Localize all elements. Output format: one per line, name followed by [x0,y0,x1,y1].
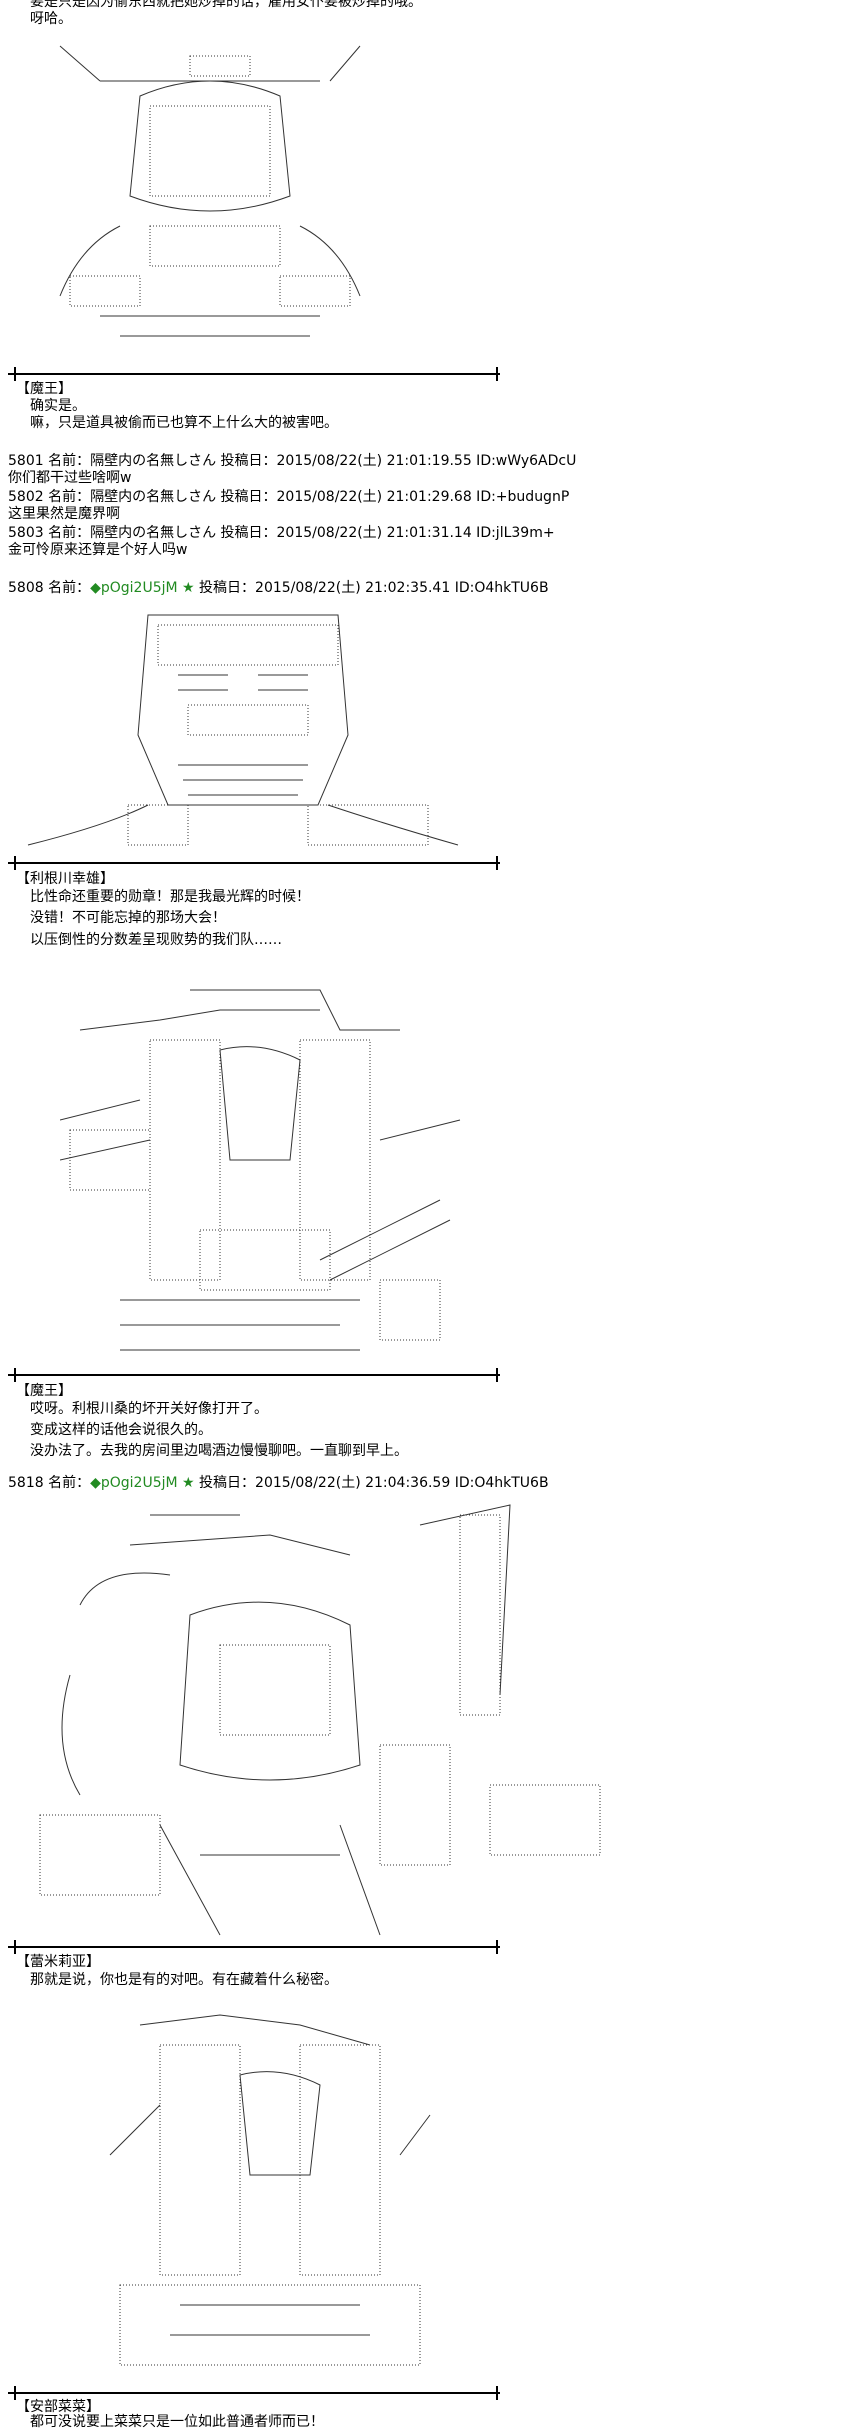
post-date-id: 投稿日：2015/08/22(土) 21:02:35.41 ID:O4hkTU6… [194,580,549,596]
speaker-name: 【利根川幸雄】 [16,871,114,887]
speech-line: 没错！不可能忘掉的那场大会！ [30,910,226,926]
speaker-name: 【魔王】 [16,381,72,397]
post-number-name: 5818 名前： [8,1475,91,1491]
ascii-art-maou [40,36,380,366]
divider-tick [14,1940,16,1954]
speech-line: 比性命还重要的勋章！那是我最光辉的时候！ [30,889,310,905]
post-meta: 5803 名前：隔壁内の名無しさん 投稿日：2015/08/22(土) 21:0… [8,525,555,541]
divider-tick [14,367,16,381]
speech-line: 呀哈。 [30,11,72,27]
speech-line: 哎呀。利根川桑的坏开关好像打开了。 [30,1401,268,1417]
speech-line: 要是只是因为偷东西就把她炒掉的话，雇用女仆要被炒掉的哦。 [30,0,422,10]
section-divider [8,862,500,864]
speech-line: 嘛，只是道具被偷而已也算不上什么大的被害吧。 [30,415,338,431]
speaker-name: 【安部菜菜】 [16,2399,100,2415]
star-icon: ★ [182,1475,195,1491]
tripcode: ◆pOgi2U5jM [90,580,178,596]
section-divider [8,2392,500,2394]
ascii-art-maou-hat [60,980,480,1370]
post-header: 5808 名前：◆pOgi2U5jM ★ 投稿日：2015/08/22(土) 2… [8,580,549,597]
tripcode: ◆pOgi2U5jM [90,1475,178,1491]
divider-tick [496,1940,498,1954]
section-divider [8,1374,500,1376]
divider-tick [496,367,498,381]
post-body: 你们都干过些啥啊w [8,470,132,486]
divider-tick [14,856,16,870]
speech-line: 变成这样的话他会说很久的。 [30,1422,212,1438]
ascii-art-abe-nana [100,2005,440,2385]
divider-tick [496,1368,498,1382]
post-header: 5818 名前：◆pOgi2U5jM ★ 投稿日：2015/08/22(土) 2… [8,1475,549,1492]
post-body: 金可怜原来还算是个好人吗w [8,542,188,558]
post-date-id: 投稿日：2015/08/22(土) 21:04:36.59 ID:O4hkTU6… [194,1475,549,1491]
divider-tick [496,856,498,870]
post-meta: 5802 名前：隔壁内の名無しさん 投稿日：2015/08/22(土) 21:0… [8,489,570,505]
section-divider [8,373,500,375]
ascii-art-tonegawa [8,605,468,855]
speech-line: 没办法了。去我的房间里边喝酒边慢慢聊吧。一直聊到早上。 [30,1443,408,1459]
speech-line: 确实是。 [30,398,86,414]
divider-tick [496,2386,498,2400]
star-icon: ★ [182,580,195,596]
speech-line: 那就是说，你也是有的对吧。有在藏着什么秘密。 [30,1972,338,1988]
speaker-name: 【魔王】 [16,1383,72,1399]
post-number-name: 5808 名前： [8,580,91,596]
post-meta: 5801 名前：隔壁内の名無しさん 投稿日：2015/08/22(土) 21:0… [8,453,577,469]
ascii-art-remilia [20,1495,610,1945]
speech-line: 以压倒性的分数差呈现败势的我们队…… [30,932,282,948]
post-body: 这里果然是魔界啊 [8,506,120,522]
speaker-name: 【蕾米莉亚】 [16,1954,100,1970]
divider-tick [14,2386,16,2400]
divider-tick [14,1368,16,1382]
section-divider [8,1946,500,1948]
